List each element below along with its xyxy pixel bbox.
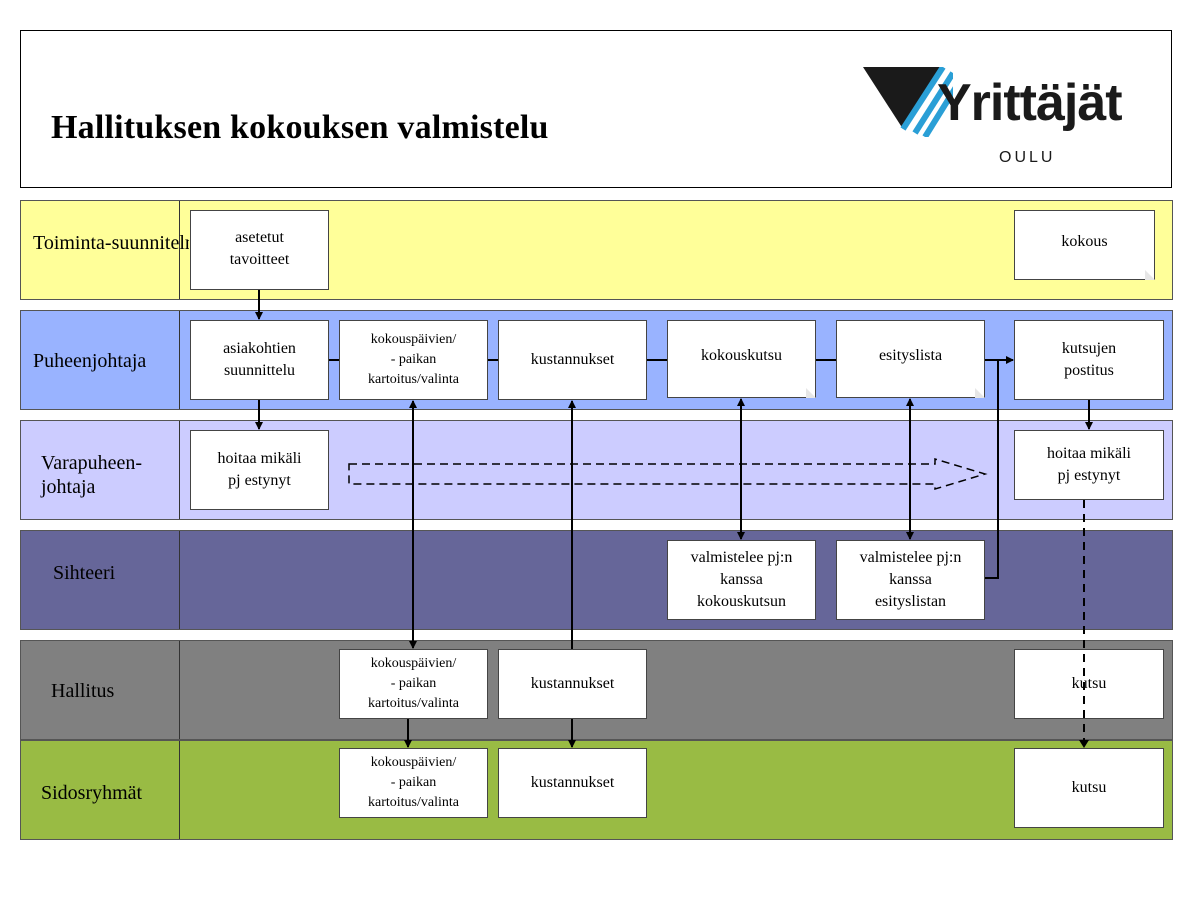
box-kutsujen-postitus: kutsujen postitus xyxy=(1014,320,1164,400)
box-kokouspaivien-kartoitus-hallitus: kokouspäivien/ - paikan kartoitus/valint… xyxy=(339,649,488,719)
box-kustannukset-pj: kustannukset xyxy=(498,320,647,400)
lane-label: Sidosryhmät xyxy=(41,782,143,804)
lane-sihteeri: Sihteeri xyxy=(20,530,1173,630)
yrittajat-logo: Yrittäjät OULU xyxy=(863,67,1163,177)
header-panel: Hallituksen kokouksen valmistelu Yrittäj… xyxy=(20,30,1172,188)
lane-label: Toiminta-suunnitelma xyxy=(33,232,189,254)
box-kokouskutsu: kokouskutsu xyxy=(667,320,816,398)
logo-mark-icon xyxy=(863,67,953,137)
lane-label: Varapuheen- johtaja xyxy=(41,452,143,498)
box-kustannukset-sidosryhmat: kustannukset xyxy=(498,748,647,818)
box-valmistelee-kokouskutsun: valmistelee pj:n kanssa kokouskutsun xyxy=(667,540,816,620)
box-valmistelee-esityslistan: valmistelee pj:n kanssa esityslistan xyxy=(836,540,985,620)
box-asetetut-tavoitteet: asetetut tavoitteet xyxy=(190,210,329,290)
box-kutsu-sidosryhmat: kutsu xyxy=(1014,748,1164,828)
box-kustannukset-hallitus: kustannukset xyxy=(498,649,647,719)
lane-label: Sihteeri xyxy=(53,562,116,584)
box-esityslista: esityslista xyxy=(836,320,985,398)
box-asiakohtien-suunnittelu: asiakohtien suunnittelu xyxy=(190,320,329,400)
box-hoitaa-mikali-1: hoitaa mikäli pj estynyt xyxy=(190,430,329,510)
logo-wordmark: Yrittäjät xyxy=(937,74,1123,132)
box-kokous: kokous xyxy=(1014,210,1155,280)
box-kokouspaivien-kartoitus-sidosryhmat: kokouspäivien/ - paikan kartoitus/valint… xyxy=(339,748,488,818)
box-hoitaa-mikali-2: hoitaa mikäli pj estynyt xyxy=(1014,430,1164,500)
page-title: Hallituksen kokouksen valmistelu xyxy=(51,109,549,146)
lane-label: Hallitus xyxy=(51,680,115,702)
logo-city: OULU xyxy=(999,149,1056,166)
box-kokouspaivien-kartoitus-pj: kokouspäivien/ - paikan kartoitus/valint… xyxy=(339,320,488,400)
box-kutsu-hallitus: kutsu xyxy=(1014,649,1164,719)
lane-label: Puheenjohtaja xyxy=(33,350,147,372)
